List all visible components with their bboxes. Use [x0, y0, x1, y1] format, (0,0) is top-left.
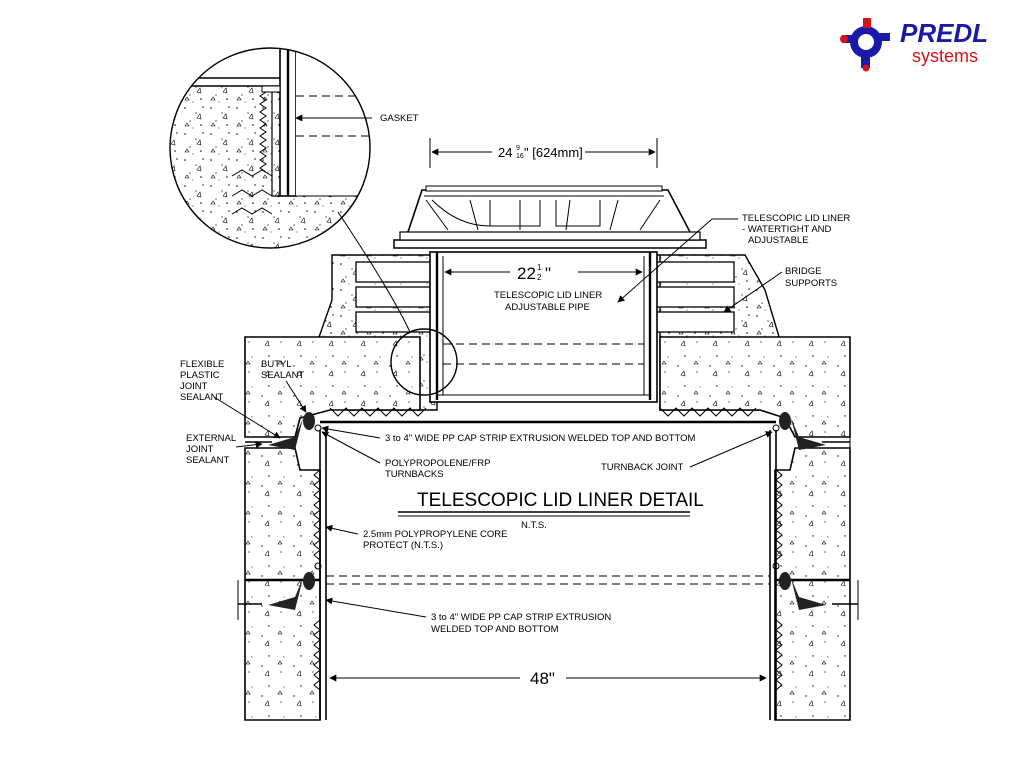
logo-tagline: systems [912, 46, 978, 66]
dimensions: 24 9 16 " [624mm] 22 1 2 " 48" [329, 138, 767, 688]
label-core-2: PROTECT (N.T.S.) [363, 540, 443, 551]
dim-pipe-width-suffix: " [545, 264, 551, 283]
label-flexible-1: FLEXIBLE [180, 359, 224, 370]
label-core-1: 2.5mm POLYPROPYLENE CORE [363, 529, 507, 540]
label-flexible-3: JOINT [180, 381, 208, 392]
label-butyl-1: BUTYL [261, 359, 292, 370]
label-turnbacks-1: POLYPROPOLENE/FRP [385, 458, 490, 469]
label-cap-strip-top: 3 to 4" WIDE PP CAP STRIP EXTRUSION WELD… [385, 433, 696, 444]
label-bridge-1: BRIDGE [785, 266, 821, 277]
top-slab [244, 336, 421, 438]
label-turnback-joint: TURNBACK JOINT [601, 462, 684, 473]
dim-chamber-width: 48" [530, 669, 555, 688]
butyl-sealant-right [779, 412, 791, 430]
label-lid-liner-2: - WATERTIGHT AND [742, 224, 832, 235]
predl-logo: PREDL systems [840, 18, 988, 72]
annotations: GASKET TELESCOPIC LID LINER - WATERTIGHT… [180, 113, 850, 635]
label-flexible-4: SEALANT [180, 392, 223, 403]
label-cap-strip-bottom-1: 3 to 4" WIDE PP CAP STRIP EXTRUSION [431, 612, 611, 623]
label-lid-liner-3: ADJUSTABLE [748, 235, 809, 246]
lid-frame [393, 185, 707, 249]
butyl-sealant-left [303, 412, 315, 430]
label-lid-liner-1: TELESCOPIC LID LINER [742, 213, 850, 224]
telescopic-pipe [429, 251, 658, 403]
flexible-sealant-left [268, 418, 303, 450]
dim-pipe-width-num: 1 [537, 263, 542, 272]
dim-top-width-num: 9 [516, 145, 520, 152]
flexible-sealant-right [791, 418, 826, 450]
label-pipe-2: ADJUSTABLE PIPE [505, 302, 590, 313]
label-cap-strip-bottom-2: WELDED TOP AND BOTTOM [431, 624, 559, 635]
label-external-2: JOINT [186, 444, 214, 455]
dim-pipe-width: 22 [517, 264, 536, 283]
dim-top-width: 24 [498, 145, 512, 160]
logo-emblem-icon [840, 18, 890, 72]
logo-brand: PREDL [900, 18, 988, 48]
dim-top-width-den: 16 [516, 153, 524, 160]
title-block: TELESCOPIC LID LINER DETAIL N.T.S. [398, 490, 704, 531]
label-bridge-2: SUPPORTS [785, 278, 837, 289]
drawing-title: TELESCOPIC LID LINER DETAIL [417, 490, 704, 511]
label-flexible-2: PLASTIC [180, 370, 220, 381]
scale-note: N.T.S. [521, 520, 547, 531]
dim-top-width-suffix: " [624mm] [524, 145, 583, 160]
top-slab-right [659, 336, 851, 438]
label-turnbacks-2: TURNBACKS [385, 469, 444, 480]
label-external-1: EXTERNAL [186, 433, 236, 444]
label-external-3: SEALANT [186, 455, 229, 466]
dim-pipe-width-den: 2 [537, 273, 542, 282]
label-butyl-2: SEALANT [261, 370, 304, 381]
label-pipe-1: TELESCOPIC LID LINER [494, 290, 602, 301]
label-gasket: GASKET [380, 113, 419, 124]
